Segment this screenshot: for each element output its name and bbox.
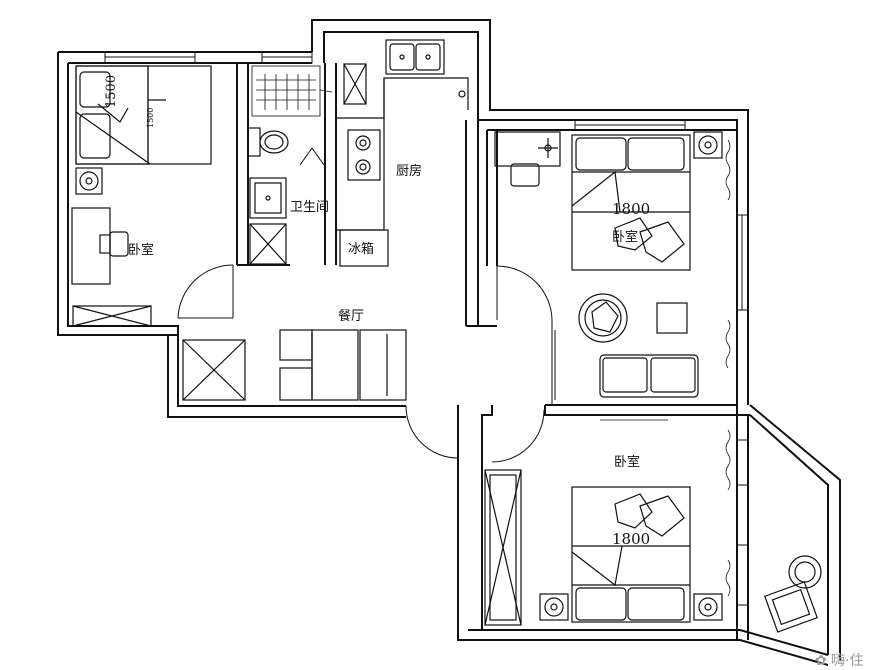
- dining-table: [279, 329, 407, 401]
- kitchen-counter: [336, 63, 469, 231]
- right-desk: [494, 131, 561, 187]
- shower-tray: [251, 65, 333, 117]
- side-table: [656, 302, 688, 334]
- doors: [177, 147, 556, 463]
- gas-stove: [347, 129, 381, 181]
- bed-left-dimension: 1500: [104, 74, 119, 108]
- room-label-bedroom-right: 卧室: [612, 230, 639, 245]
- armchair-round: [578, 293, 628, 343]
- balcony-chair: [763, 555, 822, 633]
- washing-machine: [249, 223, 287, 265]
- right-bed: [571, 134, 691, 271]
- left-wardrobe: [72, 305, 152, 327]
- toilet: [247, 127, 289, 157]
- room-label-fridge: 冰箱: [348, 242, 375, 257]
- left-bed: [75, 65, 212, 165]
- dining-cabinet: [182, 339, 246, 401]
- bed-right-dimension: 1800: [612, 200, 651, 218]
- room-label-bathroom: 卫生间: [290, 200, 330, 215]
- bed-bottom-dimension: 1800: [612, 530, 651, 548]
- fridge: [339, 229, 389, 267]
- wall-curtain-right: [725, 139, 731, 369]
- room-label-bedroom-bottom: 卧室: [614, 455, 641, 470]
- windows: [104, 51, 749, 606]
- bottom-nightstand-right: [693, 593, 723, 621]
- room-label-kitchen: 厨房: [396, 164, 423, 179]
- wall-curtain-bottom: [725, 429, 731, 597]
- watermark: ✿ 嗨·住: [815, 653, 864, 669]
- bottom-bed: [571, 486, 691, 623]
- kitchen-sink: [385, 39, 466, 98]
- room-label-bedroom-left: 卧室: [128, 243, 155, 258]
- walls: [57, 19, 841, 666]
- sofa: [599, 354, 699, 398]
- left-nightstand: [75, 167, 103, 195]
- room-label-dining: 餐厅: [338, 309, 365, 324]
- washbasin: [249, 177, 287, 219]
- left-desk: [71, 207, 129, 285]
- right-nightstand: [693, 131, 723, 159]
- bottom-wardrobe: [484, 469, 522, 626]
- bed-left-dimension-small: 1500: [146, 107, 155, 128]
- bottom-nightstand-left: [539, 593, 569, 621]
